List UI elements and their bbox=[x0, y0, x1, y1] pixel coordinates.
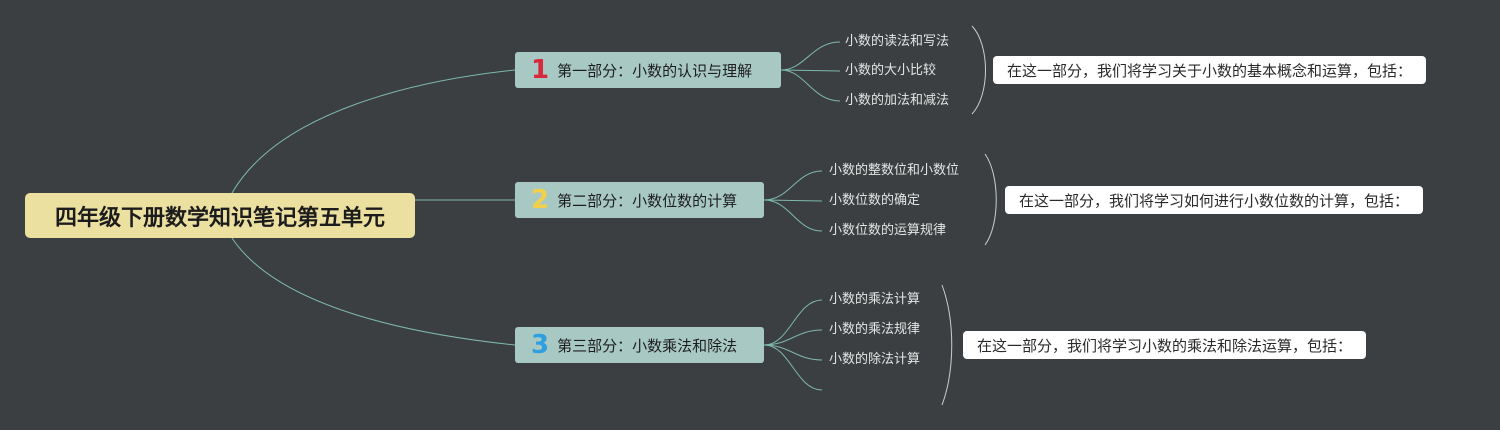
leaf-topic-1-2[interactable]: 小数的大小比较 bbox=[845, 63, 937, 78]
root-topic-label: 四年级下册数学知识笔记第五单元 bbox=[54, 205, 385, 231]
leaf-topic-1-1[interactable]: 小数的读法和写法 bbox=[845, 34, 950, 49]
branch-label-1: 第一部分：小数的认识与理解 bbox=[557, 61, 753, 80]
connector-b3-leaf-3 bbox=[763, 344, 823, 361]
summary-bracket-3 bbox=[941, 284, 953, 406]
leaf-topic-3-1[interactable]: 小数的乘法计算 bbox=[829, 292, 921, 307]
branch-number-2: 2 bbox=[531, 185, 550, 215]
leaf-topic-3-3[interactable]: 小数的除法计算 bbox=[829, 352, 921, 367]
connector-root-branch-3 bbox=[231, 237, 516, 346]
connector-b2-leaf-2 bbox=[763, 199, 823, 202]
branch-number-1: 1 bbox=[531, 55, 550, 85]
connector-root-branch-1 bbox=[231, 69, 516, 194]
branch-label-3: 第三部分：小数乘法和除法 bbox=[557, 336, 738, 355]
summary-bracket-2 bbox=[984, 153, 997, 246]
branch-number-3: 3 bbox=[531, 330, 550, 360]
connector-b1-leaf-2 bbox=[780, 69, 841, 72]
connector-b3-leaf-2 bbox=[763, 329, 823, 346]
leaf-topic-2-1[interactable]: 小数的整数位和小数位 bbox=[829, 163, 960, 178]
leaf-topic-2-3[interactable]: 小数位数的运算规律 bbox=[829, 223, 947, 238]
root-topic[interactable]: 四年级下册数学知识笔记第五单元 bbox=[25, 193, 415, 238]
connector-b3-leaf-4 bbox=[763, 344, 823, 391]
connector-b3-leaf-1 bbox=[763, 299, 823, 346]
summary-bracket-1 bbox=[971, 25, 986, 115]
connector-b2-leaf-3 bbox=[763, 199, 823, 232]
summary-note-1[interactable]: 在这一部分，我们将学习关于小数的基本概念和运算，包括： bbox=[993, 56, 1427, 84]
connector-b1-leaf-1 bbox=[780, 41, 841, 71]
branch-label-2: 第二部分：小数位数的计算 bbox=[557, 191, 738, 210]
summary-note-2[interactable]: 在这一部分，我们将学习如何进行小数位数的计算，包括： bbox=[1005, 186, 1424, 214]
connector-b2-leaf-1 bbox=[763, 170, 823, 201]
branch-topic-3[interactable]: 3 第三部分：小数乘法和除法 bbox=[515, 327, 764, 363]
connector-b1-leaf-3 bbox=[780, 69, 841, 102]
branch-topic-1[interactable]: 1 第一部分：小数的认识与理解 bbox=[515, 52, 781, 88]
summary-note-3[interactable]: 在这一部分，我们将学习小数的乘法和除法运算，包括： bbox=[963, 331, 1367, 359]
leaf-topic-1-3[interactable]: 小数的加法和减法 bbox=[845, 93, 950, 108]
leaf-topic-2-2[interactable]: 小数位数的确定 bbox=[829, 193, 921, 208]
leaf-topic-3-2[interactable]: 小数的乘法规律 bbox=[829, 322, 921, 337]
branch-topic-2[interactable]: 2 第二部分：小数位数的计算 bbox=[515, 182, 764, 218]
